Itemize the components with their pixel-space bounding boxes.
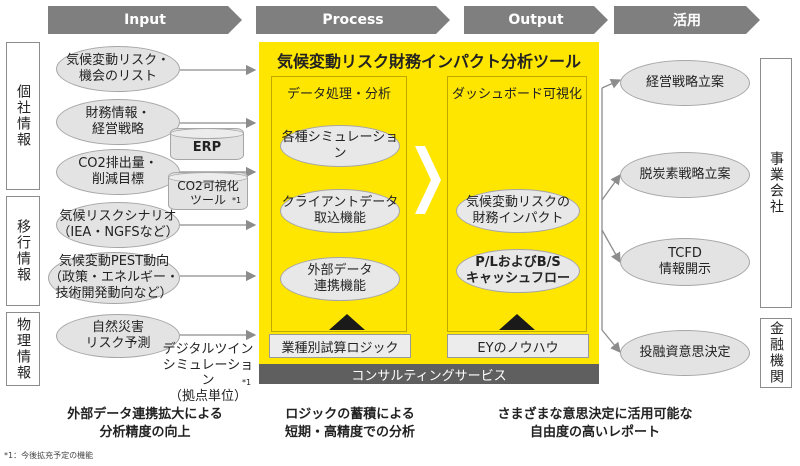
input-risk-list-label: 気候変動リスク・ 機会のリスト [66, 52, 170, 84]
tool-title: 気候変動リスク財務インパクト分析ツール [276, 52, 581, 71]
arrow-out-4 [601, 329, 621, 354]
input-disaster: 自然災害 リスク予測 [56, 314, 180, 358]
footer-input-label: 外部データ連携拡大による 分析精度の向上 [67, 407, 223, 440]
output-decarbonization-label: 脱炭素戦略立案 [639, 166, 731, 182]
footer-input: 外部データ連携拡大による 分析精度の向上 [40, 406, 250, 441]
process-client-data-label: クライアントデータ 取込機能 [281, 194, 399, 226]
category-individual-label: 個社情報 [15, 84, 31, 148]
arrow-out-2 [601, 173, 621, 201]
consulting-label: コンサルティングサービス [351, 368, 507, 384]
footer-process-label: ロジックの蓄積による 短期・高精度での分析 [284, 407, 415, 440]
process-external-data-label: 外部データ 連携機能 [307, 262, 373, 294]
input-digital-twin-note: *1 [242, 378, 252, 387]
header-process-label: Process [322, 12, 384, 28]
category-business: 事業会社 [760, 58, 792, 308]
output-tcfd: TCFD 情報開示 [620, 238, 750, 286]
header-output: Output [464, 6, 608, 34]
industry-logic-box: 業種別試算ロジック [269, 334, 411, 358]
input-risk-list: 気候変動リスク・ 機会のリスト [56, 46, 180, 92]
process-external-data: 外部データ 連携機能 [280, 257, 400, 301]
process-simulation-label: 各種シミュレーション [281, 129, 399, 161]
input-co2-tool-database: CO2可視化 ツール [168, 172, 248, 210]
category-transition-label: 移行情報 [15, 219, 31, 283]
dashboard-pl-bs: P/LおよびB/S キャッシュフロー [456, 249, 580, 293]
input-digital-twin-label: デジタルツイン シミュレーション （拠点単位） [162, 342, 254, 404]
header-process: Process [256, 6, 450, 34]
data-processing-title: データ処理・分析 [286, 87, 391, 102]
input-scenario: 気候リスクシナリオ （IEA・NGFSなど） [56, 202, 180, 248]
data-processing-panel: データ処理・分析 各種シミュレーション クライアントデータ 取込機能 外部データ… [271, 76, 407, 332]
category-business-label: 事業会社 [768, 151, 784, 215]
header-use: 活用 [614, 6, 760, 34]
output-management-strategy: 経営戦略立案 [620, 60, 750, 106]
output-investment-decision-label: 投融資意思決定 [639, 344, 731, 360]
knowhow-up-triangle [499, 314, 535, 330]
input-digital-twin: デジタルツイン シミュレーション （拠点単位） [160, 342, 256, 404]
category-transition: 移行情報 [6, 196, 40, 306]
category-finance-label: 金融機関 [768, 321, 784, 385]
tool-panel: 気候変動リスク財務インパクト分析ツール データ処理・分析 各種シミュレーション … [259, 42, 599, 382]
category-physical: 物理情報 [6, 312, 40, 386]
dashboard-financial-impact-label: 気候変動リスクの 財務インパクト [465, 194, 570, 226]
output-investment-decision: 投融資意思決定 [620, 330, 750, 376]
process-simulation: 各種シミュレーション [280, 125, 400, 167]
footnote: *1：今後拡充予定の機能 [4, 451, 94, 460]
header-use-label: 活用 [673, 13, 701, 29]
header-input: Input [48, 6, 242, 34]
flow-chevron [415, 146, 441, 214]
footer-output-label: さまざまな意思決定に活用可能な 自由度の高いレポート [497, 407, 693, 440]
category-finance: 金融機関 [760, 318, 792, 388]
footer-process: ロジックの蓄積による 短期・高精度での分析 [250, 406, 450, 441]
input-erp-database: ERP [170, 128, 244, 160]
dashboard-pl-bs-label: P/LおよびB/S キャッシュフロー [465, 254, 570, 286]
category-individual: 個社情報 [6, 42, 40, 190]
arrow-out-1 [601, 78, 622, 89]
process-client-data: クライアントデータ 取込機能 [280, 189, 400, 233]
output-management-strategy-label: 経営戦略立案 [645, 74, 724, 90]
input-erp-label: ERP [192, 139, 222, 155]
input-finance-info: 財務情報・ 経営戦略 [56, 99, 180, 145]
dashboard-title: ダッシュボード可視化 [451, 87, 582, 102]
input-disaster-label: 自然災害 リスク予測 [85, 319, 151, 351]
category-physical-label: 物理情報 [15, 317, 31, 381]
dashboard-panel: ダッシュボード可視化 気候変動リスクの 財務インパクト P/LおよびB/S キャ… [447, 76, 587, 332]
output-decarbonization: 脱炭素戦略立案 [620, 152, 750, 198]
input-pest: 気候変動PEST動向 （政策・エネルギー・ 技術開発動向など） [48, 252, 180, 304]
logic-up-triangle [329, 314, 365, 330]
input-co2-tool-label: CO2可視化 ツール [177, 179, 239, 207]
arrow-out-3 [601, 229, 621, 264]
input-co2-label: CO2排出量・ 削減目標 [78, 155, 158, 187]
input-co2-tool-note: *1 [232, 196, 242, 205]
ey-knowhow-label: EYのノウハウ [477, 340, 559, 356]
consulting-bar: コンサルティングサービス [259, 364, 599, 384]
input-co2: CO2排出量・ 削減目標 [56, 149, 180, 195]
footer-output: さまざまな意思決定に活用可能な 自由度の高いレポート [470, 406, 720, 441]
input-pest-label: 気候変動PEST動向 （政策・エネルギー・ 技術開発動向など） [49, 253, 180, 302]
ey-knowhow-box: EYのノウハウ [447, 334, 589, 358]
header-output-label: Output [508, 12, 564, 28]
dashboard-financial-impact: 気候変動リスクの 財務インパクト [456, 189, 580, 233]
header-input-label: Input [124, 12, 166, 28]
output-tcfd-label: TCFD 情報開示 [658, 245, 711, 277]
input-scenario-label: 気候リスクシナリオ （IEA・NGFSなど） [57, 208, 179, 240]
industry-logic-label: 業種別試算ロジック [281, 340, 399, 356]
input-finance-info-label: 財務情報・ 経営戦略 [85, 105, 151, 137]
